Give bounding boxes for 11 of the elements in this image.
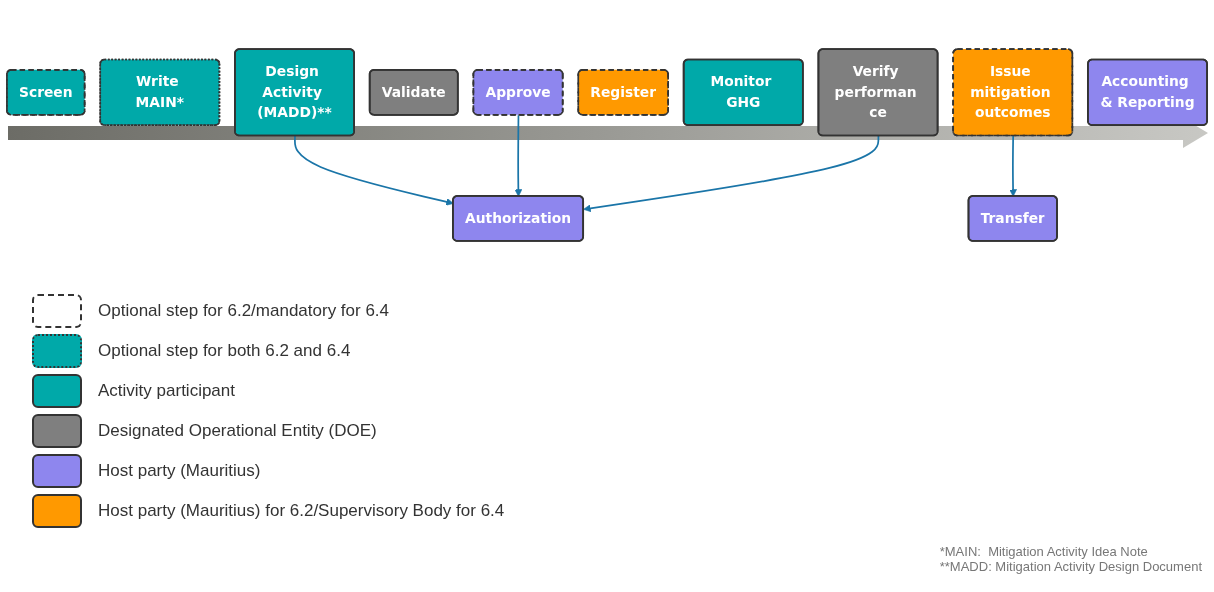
footnote: **MADD: Mitigation Activity Design Document [939,559,1202,574]
legend-text: Designated Operational Entity (DOE) [98,421,377,441]
legend-text: Host party (Mauritius) for 6.2/Supervisory Body for 6.4 [98,501,505,521]
arrow [1009,135,1017,197]
arrow [583,135,880,213]
legend-text: Optional step for both 6.2 and 6.4 [98,341,351,361]
legend-text: Activity participant [98,381,235,401]
legend-text: Host party (Mauritius) [98,461,261,481]
footnote: *MAIN: Mitigation Activity Idea Note [939,544,1149,559]
arrow [514,114,523,197]
legend-text: Optional step for 6.2/mandatory for 6.4 [98,301,390,321]
